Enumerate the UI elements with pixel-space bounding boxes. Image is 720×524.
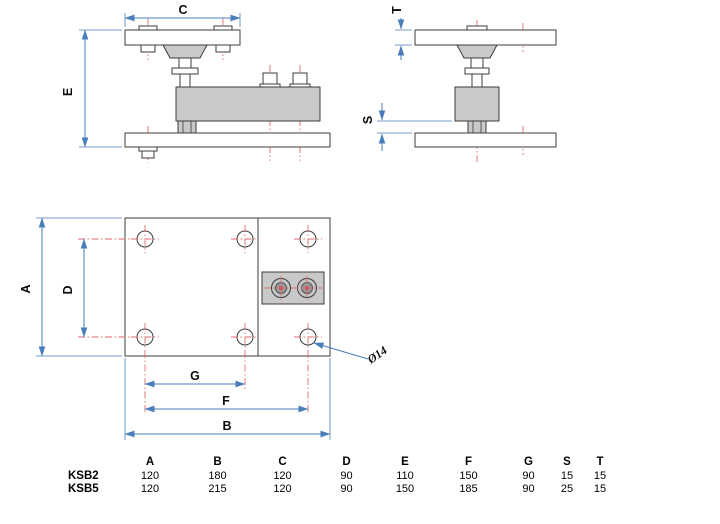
plan-view: A D G F B Ø14 (19, 217, 390, 440)
top-plate (124, 29, 241, 46)
dimension-s: S (361, 103, 452, 151)
table-cell: 90 (522, 470, 535, 482)
table-cell: 25 (560, 483, 574, 495)
dim-label-e: E (61, 88, 75, 96)
dimension-d: D (61, 238, 88, 338)
technical-drawing: C E (19, 3, 557, 440)
stem (471, 73, 483, 88)
dim-label-f: F (222, 394, 230, 408)
dimension-c: C (124, 3, 241, 27)
table-cell: 120 (140, 470, 160, 482)
bolt-head-icon (262, 72, 278, 85)
top-plate (414, 29, 557, 46)
table-cell: 150 (395, 483, 415, 495)
col-header-b: B (213, 456, 222, 468)
bolt-head-icon (292, 72, 308, 85)
load-button-cup (162, 44, 208, 59)
table-cell: 90 (340, 470, 353, 482)
bolt-washer (289, 83, 311, 88)
washer-icon (138, 25, 158, 31)
col-header-c: C (278, 456, 287, 468)
row-label: KSB5 (68, 483, 99, 495)
table-row: KSB2 120 180 120 90 110 150 90 15 15 (40, 470, 618, 483)
table-cell: 120 (273, 470, 292, 482)
dim-label-c: C (178, 3, 187, 17)
front-geometry (124, 25, 331, 159)
table-cell: 15 (560, 470, 574, 482)
base-plate (414, 132, 557, 148)
dim-label-t: T (390, 6, 404, 14)
col-header-d: D (342, 456, 351, 468)
dim-label-s: S (361, 116, 375, 124)
flange (464, 67, 490, 75)
front-view: C E (61, 3, 331, 163)
nut-icon (215, 44, 231, 53)
table-header-row: A B C D E F G S T (40, 455, 618, 470)
plan-geometry (124, 217, 331, 357)
col-header-s: S (563, 456, 571, 468)
table-cell: 120 (140, 483, 160, 495)
pivot (470, 57, 484, 69)
table-cell: 90 (340, 483, 353, 495)
table-cell: 15 (593, 483, 607, 495)
col-header-e: E (401, 456, 409, 468)
dim-label-d: D (61, 285, 75, 294)
nut-icon (140, 44, 156, 53)
dimension-g: G (144, 369, 246, 388)
col-header-t: T (596, 456, 604, 468)
table-cell: 120 (273, 483, 292, 495)
table-cell: 185 (459, 483, 478, 495)
washer-icon (138, 146, 158, 152)
base-plate (124, 132, 331, 148)
table-cell: 180 (208, 470, 227, 482)
load-cell-body (175, 86, 321, 122)
bolt-washer (259, 83, 281, 88)
table-cell: 150 (459, 470, 478, 482)
table-cell: 110 (396, 470, 414, 482)
table-cell: 15 (593, 470, 607, 482)
dimension-table: A B C D E F G S T KSB2 120 180 120 90 11… (40, 455, 618, 496)
table-row: KSB5 120 215 120 90 150 185 90 25 15 (40, 483, 618, 496)
col-header-f: F (464, 456, 473, 468)
dim-label-g: G (190, 369, 200, 383)
col-header-a: A (145, 456, 155, 468)
dimension-e: E (61, 29, 122, 148)
dimension-t: T (390, 6, 412, 60)
col-header-g: G (524, 456, 533, 468)
washer-icon (466, 25, 488, 31)
nut-icon (141, 150, 155, 159)
pivot (178, 57, 192, 69)
spacer-nut (177, 120, 197, 134)
load-cell-body (454, 86, 500, 122)
side-geometry (414, 25, 557, 148)
spacer-nut (467, 120, 487, 134)
washer-icon (213, 25, 233, 31)
dimension-a: A (19, 217, 122, 357)
empty-header-cell (40, 455, 115, 470)
dimension-f: F (144, 394, 309, 413)
flange (171, 67, 199, 75)
hole-diameter-label: Ø14 (364, 343, 390, 367)
dimension-b: B (124, 358, 331, 440)
dim-label-a: A (19, 284, 33, 293)
stem (179, 73, 191, 88)
table-cell: 90 (522, 483, 535, 495)
load-button-cup (456, 44, 498, 59)
table-cell: 215 (208, 483, 227, 495)
side-view: T S (361, 6, 557, 163)
row-label: KSB2 (68, 470, 99, 482)
dim-label-b: B (222, 419, 231, 433)
